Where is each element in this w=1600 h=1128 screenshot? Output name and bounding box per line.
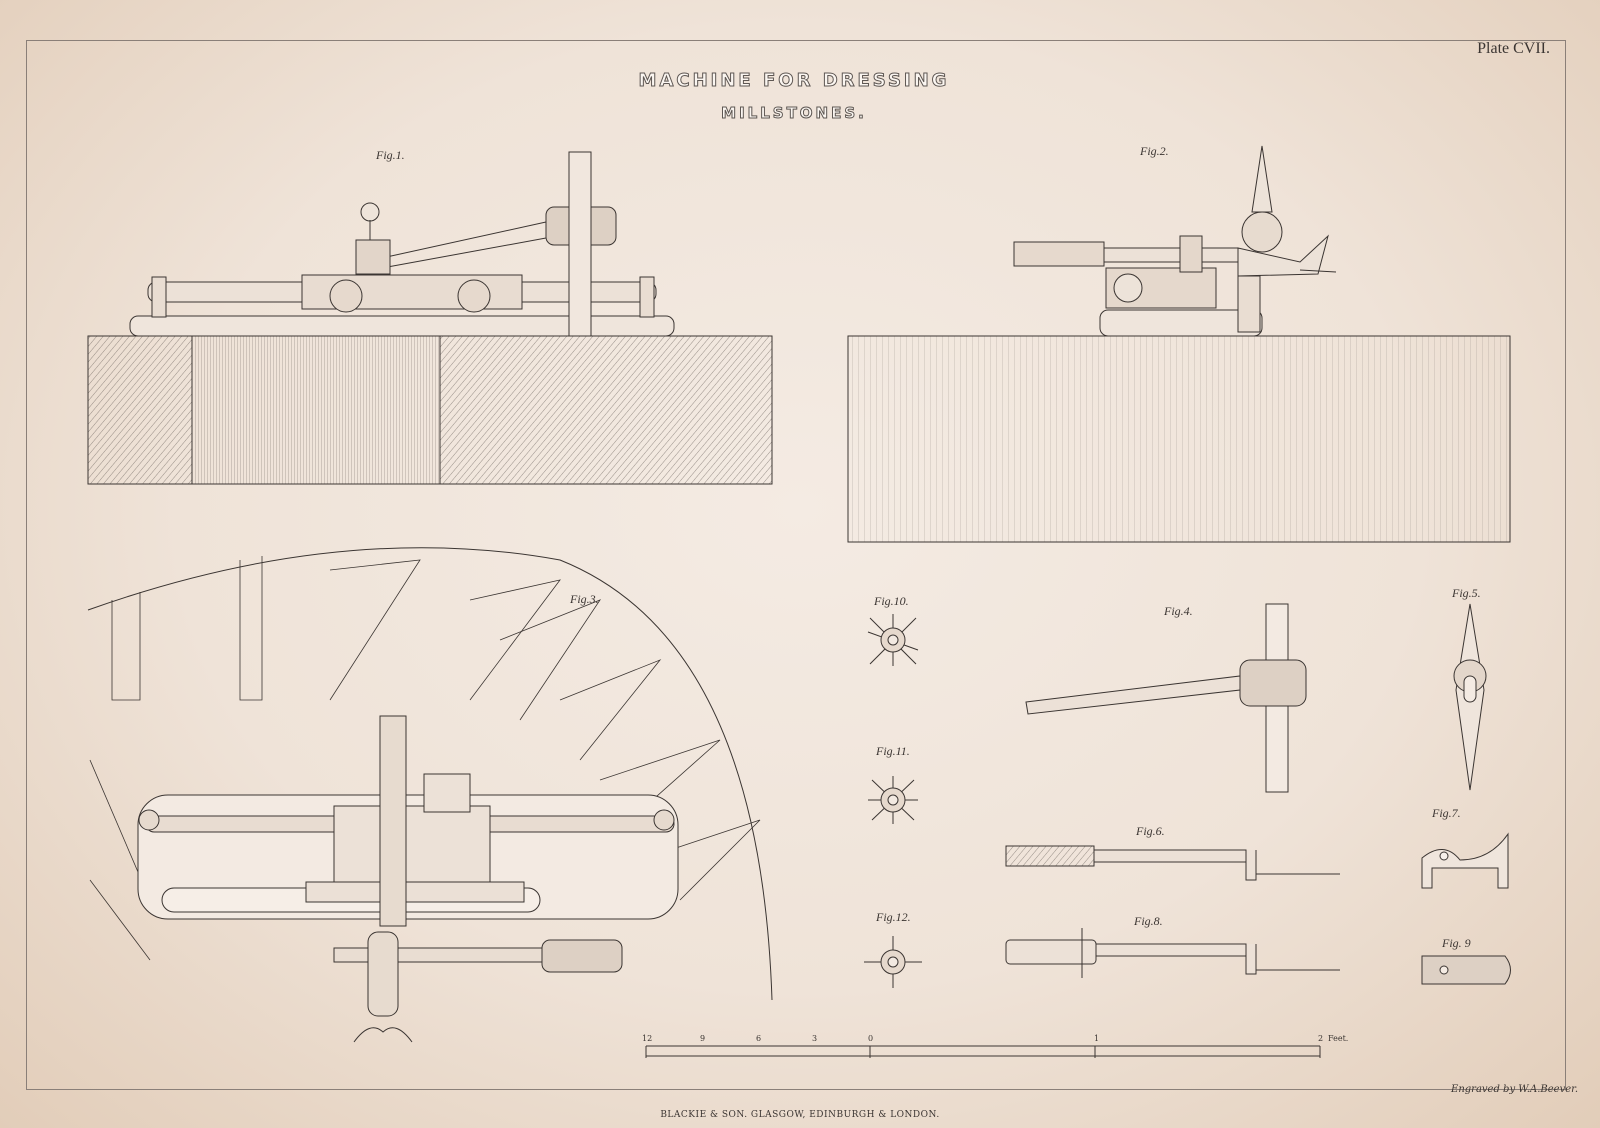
plate-title-line2: MILLSTONES.: [721, 104, 867, 123]
scale-bar: [645, 1045, 1321, 1058]
plate-title-line1: MACHINE FOR DRESSING: [638, 70, 950, 92]
scale-tick-3: 3: [812, 1034, 818, 1043]
fig9-label: Fig. 9: [1442, 936, 1471, 950]
fig9-plate: [1421, 955, 1511, 985]
fig3-plan-view: [87, 547, 773, 1043]
scale-tick-9: 9: [700, 1034, 706, 1043]
fig1-side-elevation: [87, 151, 773, 485]
fig12-label: Fig.12.: [876, 910, 911, 924]
scale-tick-12: 12: [642, 1034, 653, 1043]
fig11-label: Fig.11.: [876, 744, 910, 758]
fig6-label: Fig.6.: [1136, 824, 1165, 838]
fig4-label: Fig.4.: [1164, 604, 1193, 618]
fig5-pick-holder: [1453, 603, 1487, 791]
fig8-spindle: [1005, 928, 1340, 978]
scale-tick-0: 0: [868, 1034, 874, 1043]
scale-tick-6: 6: [756, 1034, 762, 1043]
fig10-label: Fig.10.: [874, 594, 909, 608]
fig6-screw-rod: [1005, 845, 1340, 881]
fig11-nut: [868, 776, 918, 824]
scale-tick-1: 1: [1094, 1034, 1100, 1043]
fig2-end-elevation: [847, 145, 1511, 543]
fig7-clamp: [1421, 832, 1509, 889]
fig4-lever-and-bar: [1025, 603, 1307, 793]
fig7-label: Fig.7.: [1432, 806, 1461, 820]
fig10-nut: [867, 614, 919, 666]
fig3-label: Fig.3.: [570, 592, 599, 606]
engraver-credit: Engraved by W.A.Beever.: [1451, 1084, 1578, 1095]
scale-unit: Feet.: [1328, 1034, 1349, 1043]
fig5-label: Fig.5.: [1452, 586, 1481, 600]
scale-tick-2: 2: [1318, 1034, 1324, 1043]
plate-border: [26, 40, 1566, 1090]
fig1-label: Fig.1.: [376, 148, 405, 162]
publisher-imprint: BLACKIE & SON. GLASGOW, EDINBURGH & LOND…: [660, 1110, 940, 1120]
plate-number: Plate CVII.: [1477, 40, 1550, 57]
fig8-label: Fig.8.: [1134, 914, 1163, 928]
fig12-nut: [864, 936, 922, 988]
fig2-label: Fig.2.: [1140, 144, 1169, 158]
